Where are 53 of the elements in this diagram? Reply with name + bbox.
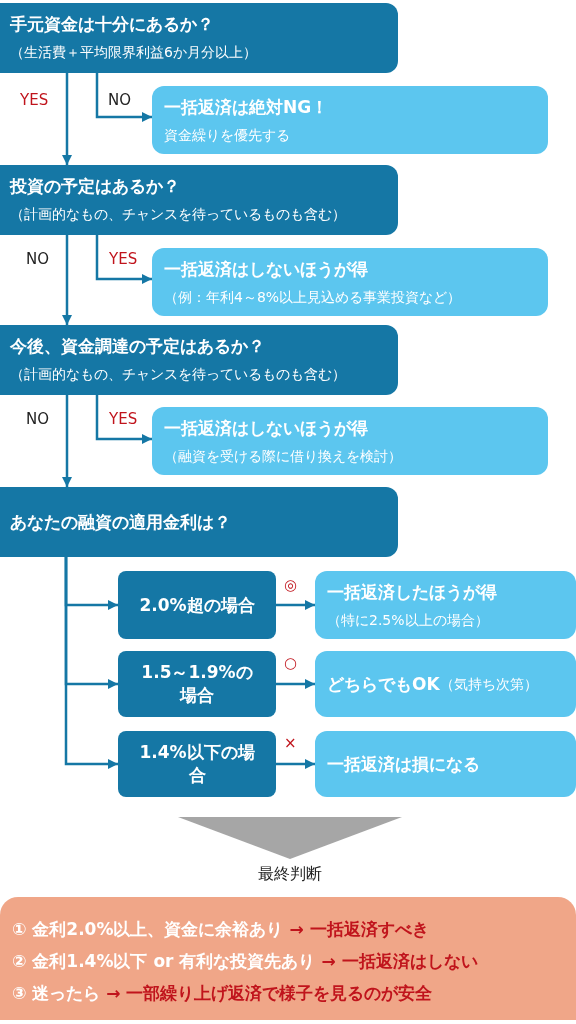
condition-box <box>118 651 276 717</box>
summary-text: → 一括返済すべき <box>289 919 429 939</box>
summary-text: ② 金利1.4%以下 or 有利な投資先あり <box>12 951 316 971</box>
arrow <box>62 73 72 165</box>
arrow <box>276 679 315 689</box>
node-title: 一括返済は損になる <box>327 753 481 776</box>
node-title: どちらでもOK <box>327 673 440 696</box>
question-box <box>0 487 398 557</box>
summary-text: → 一括返済はしない <box>321 951 478 971</box>
arrow <box>95 73 152 122</box>
node-title: 手元資金は十分にあるか？ <box>10 13 215 36</box>
arrow <box>95 235 152 284</box>
condition-box <box>118 571 276 639</box>
node-title: 1.5～1.9%の場合 <box>140 661 254 707</box>
node-title: 一括返済は絶対NG！ <box>164 96 330 119</box>
node-title: 1.4%以下の場合 <box>138 741 256 787</box>
node-note: （生活費＋平均限界利益6か月分以上） <box>10 43 258 62</box>
arrow <box>62 395 72 487</box>
chevron-arrow <box>178 817 402 859</box>
arrow <box>95 395 152 444</box>
question-box <box>0 165 398 235</box>
summary-box <box>0 897 576 1020</box>
answer-box <box>315 651 576 717</box>
summary-text: ① 金利2.0%以上、資金に余裕あり <box>12 919 284 939</box>
arrow <box>276 600 315 610</box>
arrow <box>64 557 118 769</box>
node-title: 一括返済はしないほうが得 <box>164 258 369 281</box>
node-title: 投資の予定はあるか？ <box>10 175 181 198</box>
summary-text: → 一部繰り上げ返済で様子を見るのが安全 <box>106 983 433 1003</box>
node-title: あなたの融資の適用金利は？ <box>10 511 231 534</box>
arrow <box>276 759 315 769</box>
answer-box <box>315 731 576 797</box>
node-title: 今後、資金調達の予定はあるか？ <box>10 335 266 358</box>
question-box <box>0 3 398 73</box>
node-note: （気持ち次第） <box>439 675 538 694</box>
arrow <box>62 235 72 325</box>
answer-box <box>152 248 548 316</box>
node-note: 資金繰りを優先する <box>164 126 291 145</box>
node-title: 一括返済したほうが得 <box>327 581 498 604</box>
node-title: 一括返済はしないほうが得 <box>164 417 369 440</box>
final-judgment-label: 最終判断 <box>257 863 323 885</box>
question-box <box>0 325 398 395</box>
answer-box <box>315 571 576 639</box>
node-title: 2.0%超の場合 <box>139 593 255 617</box>
node-note: （融資を受ける際に借り換えを検討） <box>164 447 403 466</box>
node-note: （計画的なもの、チャンスを待っているものも含む） <box>10 365 347 384</box>
node-note: （例：年利4～8%以上見込める事業投資など） <box>164 288 463 307</box>
node-note: （特に2.5%以上の場合） <box>327 611 490 630</box>
summary-text: ③ 迷ったら <box>12 983 101 1003</box>
node-note: （計画的なもの、チャンスを待っているものも含む） <box>10 205 347 224</box>
answer-box <box>152 86 548 154</box>
answer-box <box>152 407 548 475</box>
condition-box <box>118 731 276 797</box>
